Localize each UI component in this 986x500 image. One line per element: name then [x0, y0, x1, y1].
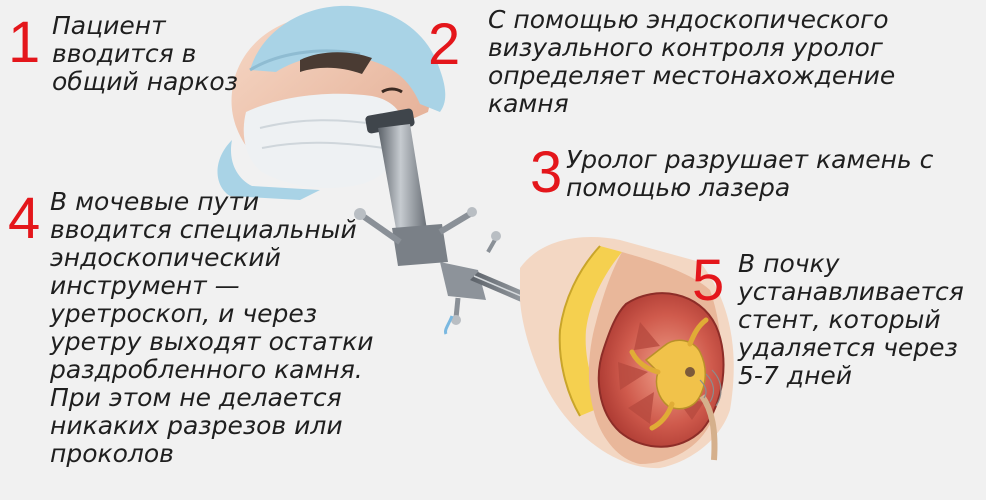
step-5-line: 5-7 дней — [738, 361, 853, 390]
step-5-line: устанавливается — [738, 277, 964, 306]
step-1-line: общий наркоз — [52, 67, 238, 96]
step-2-line: С помощью эндоскопического — [488, 5, 889, 34]
step-4-line: В мочевые пути — [50, 187, 260, 216]
step-3-number: 3 — [530, 140, 563, 205]
step-1-text: Пациент вводится в общий наркоз — [52, 12, 238, 96]
step-5-number: 5 — [692, 248, 725, 313]
step-4-line: вводится специальный — [50, 215, 357, 244]
step-2-line: камня — [488, 89, 569, 118]
step-2-text: С помощью эндоскопического визуального к… — [488, 6, 895, 118]
step-4-line: уретру выходят остатки — [50, 327, 374, 356]
step-3-line: помощью лазера — [566, 173, 791, 202]
kidney-cross-section — [520, 237, 734, 469]
step-2-line: визуального контроля уролог — [488, 33, 883, 62]
step-3-line: Уролог разрушает камень с — [566, 145, 934, 174]
step-4-line: раздробленного камня. — [50, 355, 363, 384]
surgeon-figure — [217, 5, 446, 200]
step-3-text: Уролог разрушает камень с помощью лазера — [566, 146, 933, 202]
step-2-number: 2 — [428, 12, 461, 77]
step-5-line: удаляется через — [738, 333, 958, 362]
step-4-line: эндоскопический — [50, 243, 281, 272]
step-1-number: 1 — [8, 10, 41, 75]
step-4-line: При этом не делается — [50, 383, 342, 412]
step-5-text: В почку устанавливается стент, который у… — [738, 250, 964, 390]
step-4-line: никаких разрезов или — [50, 411, 343, 440]
step-4-line: проколов — [50, 439, 174, 468]
step-4-text: В мочевые пути вводится специальный эндо… — [50, 188, 373, 468]
step-1-line: вводится в — [52, 39, 197, 68]
step-5-line: стент, который — [738, 305, 941, 334]
step-4-number: 4 — [8, 186, 41, 251]
step-2-line: определяет местонахождение — [488, 61, 896, 90]
step-4-line: инструмент — — [50, 271, 240, 300]
step-1-line: Пациент — [52, 11, 166, 40]
step-4-line: уретроскоп, и через — [50, 299, 318, 328]
step-5-line: В почку — [738, 249, 840, 278]
